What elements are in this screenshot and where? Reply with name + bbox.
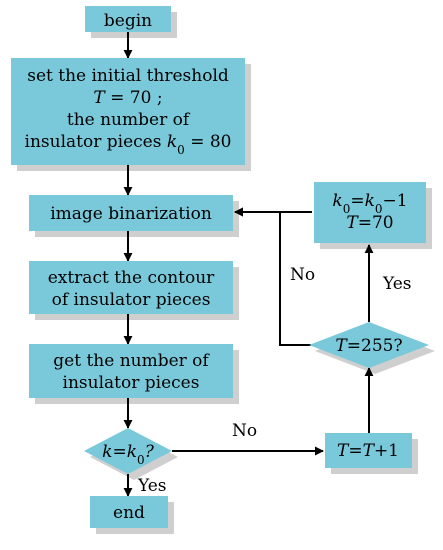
node-check-t <box>309 322 429 368</box>
label-line: set the initial threshold <box>27 66 229 86</box>
node-begin <box>85 6 171 32</box>
nodes <box>11 6 429 528</box>
label-line: T=T+1 <box>337 441 399 461</box>
edge-label-k-no: No <box>232 421 257 441</box>
node-reset <box>314 182 426 243</box>
node-contour <box>29 261 233 314</box>
label-line: k=k0? <box>102 442 155 467</box>
label-line: of insulator pieces <box>52 290 211 310</box>
label-line: the number of <box>67 110 191 130</box>
label-line: T=255? <box>335 336 402 356</box>
node-increment-label: T=T+1 <box>337 441 399 461</box>
node-end <box>90 496 168 528</box>
label-line: T=70 <box>346 213 393 233</box>
node-binarize <box>29 195 233 231</box>
edge-labels: Yes No Yes No <box>137 265 412 496</box>
label-line: insulator pieces k0 = 80 <box>25 132 232 157</box>
node-increment <box>325 433 412 468</box>
edge-label-k-yes: Yes <box>137 476 167 496</box>
label-line: extract the contour <box>48 268 215 288</box>
node-check-k-label: k=k0? <box>102 442 155 467</box>
node-init <box>11 58 245 165</box>
node-begin-label: begin <box>104 11 152 31</box>
edge-label-t-no: No <box>290 265 315 285</box>
label-line: end <box>113 503 145 523</box>
edges <box>123 32 374 497</box>
node-end-label: end <box>113 503 145 523</box>
label-line: begin <box>104 11 152 31</box>
label-line: insulator pieces <box>63 373 200 393</box>
label-line: T = 70 ; <box>93 88 162 108</box>
node-binarize-label: image binarization <box>50 204 212 224</box>
node-check-k <box>84 428 172 474</box>
node-check-t-label: T=255? <box>335 336 402 356</box>
label-line: image binarization <box>50 204 212 224</box>
label-line: k0=k0−1 <box>332 191 407 216</box>
node-count <box>29 344 233 398</box>
edge-label-t-yes: Yes <box>382 274 412 294</box>
label-line: get the number of <box>53 351 210 371</box>
